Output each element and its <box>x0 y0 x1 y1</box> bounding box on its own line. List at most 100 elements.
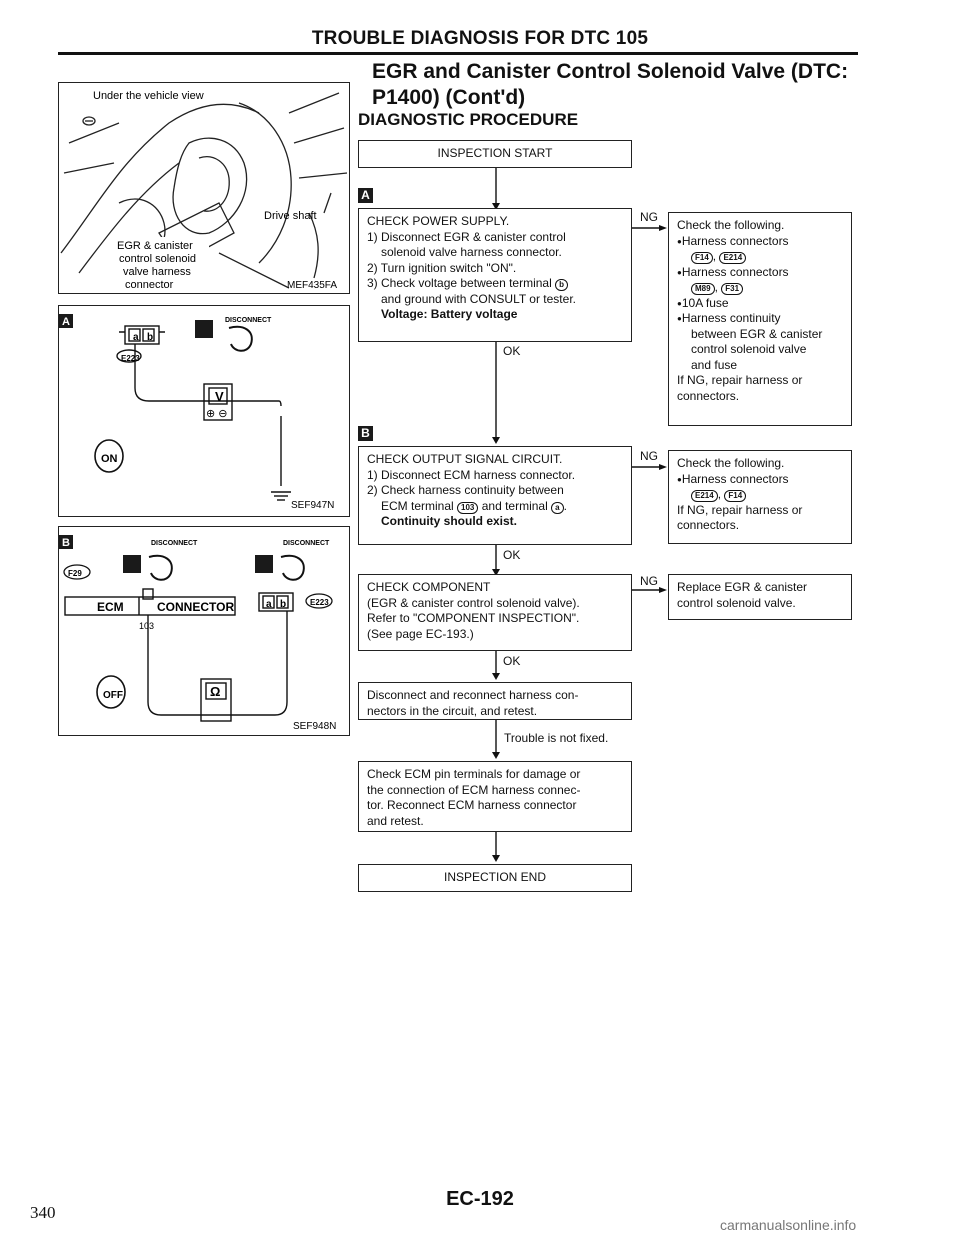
step1-ng-line6: 10A fuse <box>677 296 843 312</box>
step1-ng-box: Check the following. Harness connectors … <box>668 212 852 426</box>
step1-line1: CHECK POWER SUPPLY. <box>367 214 510 228</box>
page-number: 340 <box>30 1203 56 1222</box>
step3-ok-label: OK <box>503 654 521 668</box>
step2-ng-label: NG <box>640 449 658 463</box>
step3-ng-line1: Replace EGR & canister <box>677 580 808 594</box>
fig3-code: SEF948N <box>293 721 336 732</box>
step2-ng-box: Check the following. Harness connectors … <box>668 450 852 544</box>
step2-line3: 2) Check harness continuity between <box>367 483 564 497</box>
step2-line4a: ECM terminal <box>381 498 454 513</box>
fig3-disconnect1: DISCONNECT <box>151 540 198 547</box>
step1-ng-line9: control solenoid valve <box>691 342 807 357</box>
inspection-start-label: INSPECTION START <box>437 146 553 160</box>
header-rule <box>58 52 858 55</box>
step2-ok-label: OK <box>503 548 521 562</box>
step2-ng-line4: If NG, repair harness or <box>677 502 803 517</box>
svg-text:b: b <box>147 332 153 343</box>
step2-terminal-a: a <box>551 501 564 514</box>
check-power-supply-box: CHECK POWER SUPPLY. 1) Disconnect EGR & … <box>358 208 632 342</box>
fig3-ecm-label: ECM <box>97 600 124 614</box>
step3-line4: (See page EC-193.) <box>367 626 474 641</box>
fig3-meter-symbol: Ω <box>210 684 220 699</box>
page-header-title: TROUBLE DIAGNOSIS FOR DTC 105 <box>311 28 649 49</box>
step3-ng-box: Replace EGR & canister control solenoid … <box>668 574 852 620</box>
step1-line2: 1) Disconnect EGR & canister control <box>367 229 566 244</box>
step1-ng-line2: Harness connectors <box>677 234 843 250</box>
step2-line2: 1) Disconnect ECM harness connector. <box>367 467 576 482</box>
fig2-disconnect: DISCONNECT <box>225 317 272 324</box>
step2-line5: Continuity should exist. <box>381 514 518 528</box>
step1-terminal: b <box>555 279 568 291</box>
step3-line3: Refer to "COMPONENT INSPECTION". <box>367 611 580 625</box>
step5-line1: Check ECM pin terminals for damage or <box>367 767 581 781</box>
step2-line1: CHECK OUTPUT SIGNAL CIRCUIT. <box>367 452 563 466</box>
fig1-label-line3: valve harness <box>123 266 191 278</box>
step3-line2: (EGR & canister control solenoid valve). <box>367 595 580 610</box>
step5-line3: tor. Reconnect ECM harness connector <box>367 798 577 812</box>
fig1-caption: Under the vehicle view <box>93 90 204 102</box>
step1-ng-line4: Harness connectors <box>677 265 843 281</box>
step2-ng-line5: connectors. <box>677 518 740 533</box>
inspection-start-box: INSPECTION START <box>358 140 632 168</box>
watermark: carmanualsonline.info <box>720 1217 857 1233</box>
fig2-code: SEF947N <box>291 500 334 511</box>
step5-line4: and retest. <box>367 813 424 828</box>
step1-line3: solenoid valve harness connector. <box>381 245 562 259</box>
step1-ng-conn-3: M89 <box>691 283 715 296</box>
fig3-terminal: 103 <box>139 621 154 631</box>
check-ecm-pins-box: Check ECM pin terminals for damage or th… <box>358 761 632 832</box>
fig1-drive-shaft-label: Drive shaft <box>264 210 317 222</box>
section-title-line2: P1400) (Cont'd) <box>372 86 526 109</box>
step2-ng-conn-1: E214 <box>691 490 718 503</box>
fig2-tag: A <box>62 316 70 328</box>
flow-tag-a: A <box>358 188 373 203</box>
step1-ng-line11: If NG, repair harness or <box>677 373 803 388</box>
section-subtitle: DIAGNOSTIC PROCEDURE <box>358 110 579 129</box>
fig1-label-line4: connector <box>125 279 174 291</box>
page-code: EC-192 <box>446 1188 514 1210</box>
fig1-code: MEF435FA <box>287 280 337 291</box>
step1-line6: and ground with CONSULT or tester. <box>381 291 576 306</box>
check-component-box: CHECK COMPONENT (EGR & canister control … <box>358 574 632 651</box>
svg-text:b: b <box>280 599 286 610</box>
step1-ng-line8: between EGR & canister <box>691 326 823 341</box>
fig3-disconnect2: DISCONNECT <box>283 540 330 547</box>
step2-ecm-terminal: 103 <box>457 501 479 514</box>
fig3-tag: B <box>62 537 70 549</box>
trouble-not-fixed-label: Trouble is not fixed. <box>504 731 609 745</box>
step1-ng-line1: Check the following. <box>677 218 785 232</box>
step3-line1: CHECK COMPONENT <box>367 580 491 594</box>
step4-line2: nectors in the circuit, and retest. <box>367 703 538 718</box>
step1-ng-conn-1: F14 <box>691 252 713 265</box>
figure-voltage-check: A a b V ⊕ ⊖ E223 DISCONNECT ON SEF947N <box>58 305 350 517</box>
step2-ng-conn-2: F14 <box>724 490 747 503</box>
fig3-connector-label: CONNECTOR <box>157 600 234 614</box>
flow-tag-b: B <box>358 426 373 441</box>
under-vehicle-drawing: Under the vehicle view Drive shaft EGR &… <box>60 90 348 291</box>
fig1-label-line2: control solenoid <box>119 253 196 265</box>
step1-ng-conn-2: E214 <box>719 252 747 265</box>
fig3-connector-right: E223 <box>310 598 329 607</box>
step2-ng-line1: Check the following. <box>677 456 785 470</box>
figure-continuity-check: B F29 DISCONNECT DISCONNECT ECM CONNECTO… <box>58 526 350 736</box>
disconnect-reconnect-box: Disconnect and reconnect harness con- ne… <box>358 682 632 720</box>
section-title-line1: EGR and Canister Control Solenoid Valve … <box>372 60 849 83</box>
step1-ng-line7: Harness continuity <box>677 311 843 327</box>
fig2-connector-id: E223 <box>121 354 140 363</box>
step2-ng-line2: Harness connectors <box>677 472 843 488</box>
check-output-signal-box: CHECK OUTPUT SIGNAL CIRCUIT. 1) Disconne… <box>358 446 632 545</box>
step1-ng-line10: and fuse <box>691 357 738 372</box>
step1-line7: Voltage: Battery voltage <box>381 307 518 321</box>
step1-line5: 3) Check voltage between terminal <box>367 276 552 290</box>
fig1-label-line1: EGR & canister <box>117 240 193 252</box>
step3-ng-label: NG <box>640 574 658 588</box>
voltage-check-drawing: A a b V ⊕ ⊖ E223 DISCONNECT ON SEF947N <box>59 314 334 511</box>
step1-ng-label: NG <box>640 210 658 224</box>
step2-line4b: and terminal <box>481 498 548 513</box>
step1-ok-label: OK <box>503 344 521 358</box>
step4-line1: Disconnect and reconnect harness con- <box>367 688 579 702</box>
fig3-connector-left: F29 <box>68 569 82 578</box>
svg-text:OFF: OFF <box>103 690 123 701</box>
svg-text:a: a <box>266 599 272 610</box>
